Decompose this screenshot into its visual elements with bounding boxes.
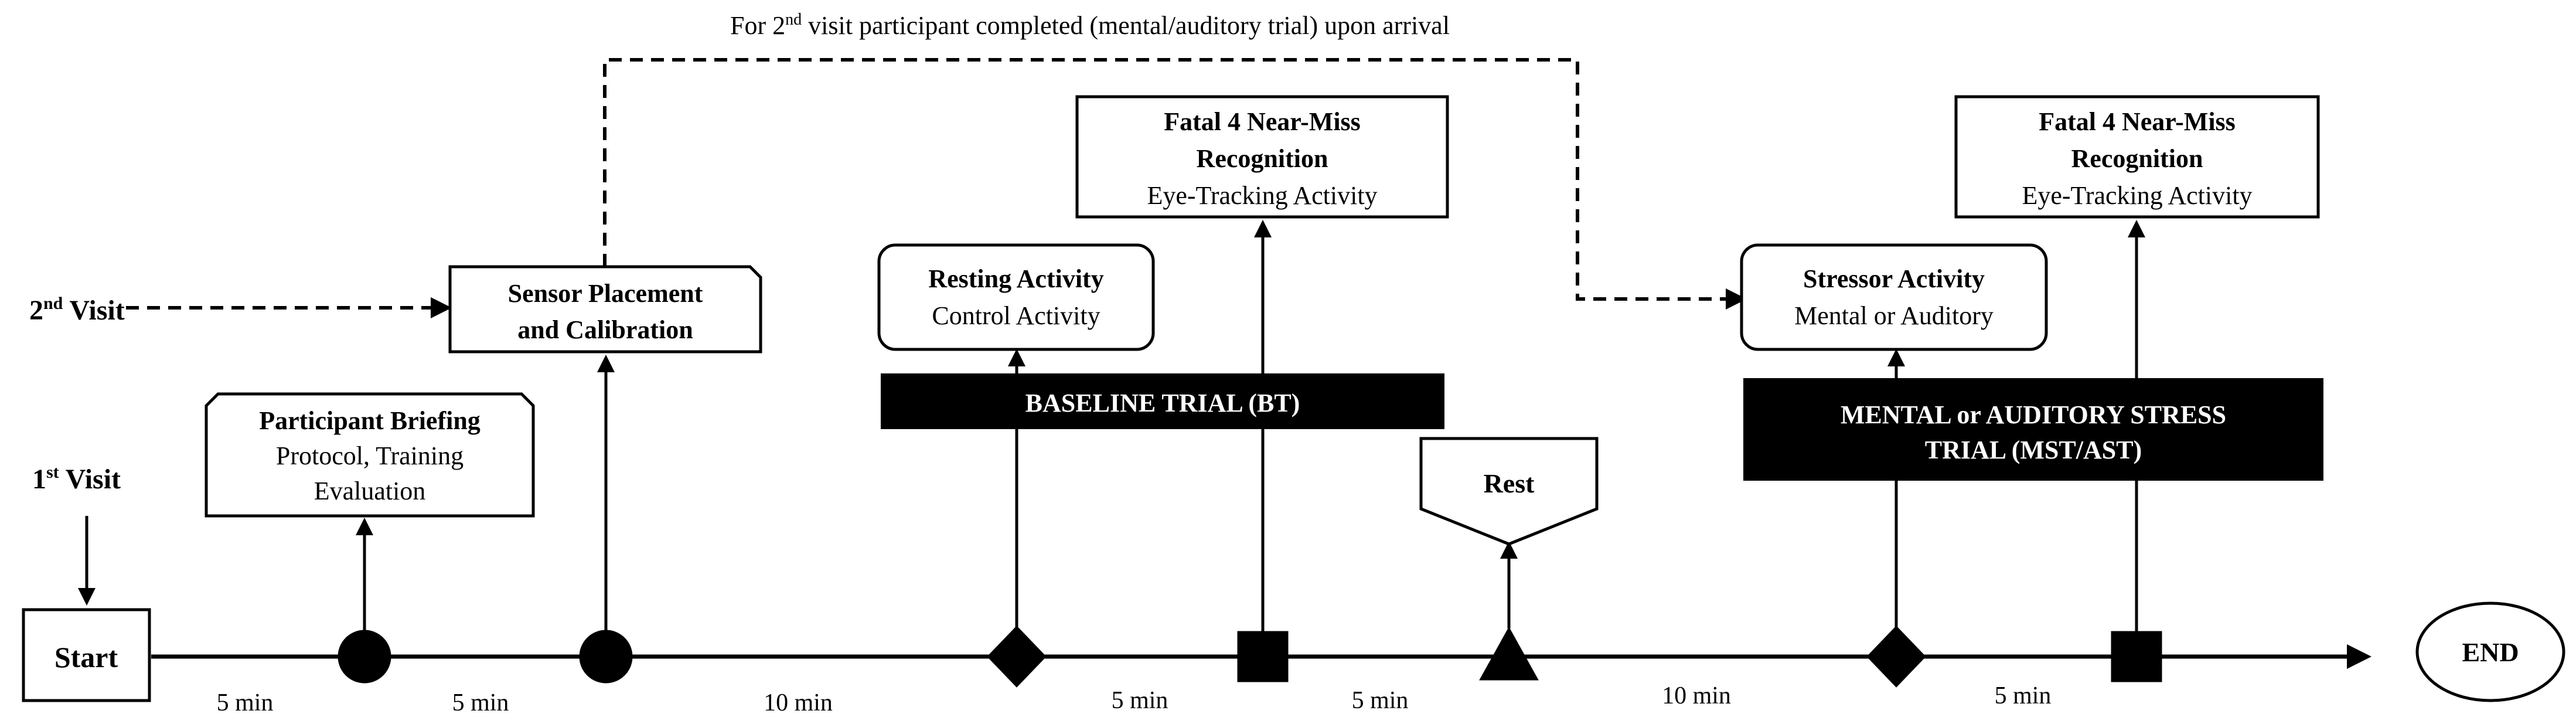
fatal1-marker-square: [1237, 631, 1289, 682]
duration-label: 10 min: [1662, 682, 1731, 709]
second-visit-label: 2nd Visit: [29, 294, 125, 326]
resting-title: Resting Activity: [928, 264, 1103, 293]
stressor-activity-box: Stressor Activity Mental or Auditory: [1740, 243, 2048, 351]
fatal2-title1: Fatal 4 Near-Miss: [2039, 107, 2236, 136]
duration-label: 5 min: [452, 689, 509, 716]
second-visit-dashed-route: [603, 58, 1747, 310]
resting-marker-diamond: [987, 626, 1047, 688]
resting-line1: Control Activity: [932, 301, 1100, 330]
fatal4-box-stress: Fatal 4 Near-Miss Recognition Eye-Tracki…: [1954, 95, 2320, 219]
duration-label: 5 min: [1112, 687, 1168, 714]
duration-label: 10 min: [764, 689, 833, 716]
fatal1-line1: Eye-Tracking Activity: [1147, 181, 1377, 210]
fatal4-box-baseline: Fatal 4 Near-Miss Recognition Eye-Tracki…: [1075, 95, 1449, 219]
second-visit-note: For 2nd visit participant completed (men…: [730, 11, 1450, 40]
fatal2-title2: Recognition: [2071, 144, 2203, 173]
baseline-trial-label: BASELINE TRIAL (BT): [1025, 389, 1300, 417]
duration-label: 5 min: [217, 689, 274, 716]
fatal1-title1: Fatal 4 Near-Miss: [1164, 107, 1361, 136]
participant-briefing-box: Participant Briefing Protocol, Training …: [205, 392, 535, 518]
briefing-title: Participant Briefing: [259, 406, 481, 435]
stress-trial-bar: MENTAL or AUDITORY STRESS TRIAL (MST/AST…: [1743, 378, 2323, 481]
rest-label: Rest: [1484, 468, 1535, 498]
rest-box: Rest: [1419, 437, 1599, 546]
fatal2-line1: Eye-Tracking Activity: [2022, 181, 2252, 210]
fatal1-title2: Recognition: [1197, 144, 1328, 173]
sensor-line1: Sensor Placement: [508, 279, 703, 308]
start-box: [22, 608, 151, 702]
stress-trial-label-line1: MENTAL or AUDITORY STRESS: [1841, 400, 2226, 429]
first-visit-label: 1st Visit: [32, 463, 121, 495]
briefing-line1: Protocol, Training: [276, 441, 464, 470]
stressor-marker-diamond: [1866, 626, 1926, 688]
stress-trial-label-line2: TRIAL (MST/AST): [1925, 436, 2142, 464]
rest-marker-triangle: [1479, 626, 1539, 681]
fatal2-marker-square: [2111, 631, 2162, 682]
stressor-line1: Mental or Auditory: [1794, 301, 1994, 330]
sensor-placement-box: Sensor Placement and Calibration: [448, 265, 762, 353]
duration-label: 5 min: [1352, 687, 1409, 714]
end-ellipse: [2415, 601, 2565, 702]
sensor-marker-circle: [579, 630, 633, 684]
start-label: Start: [54, 641, 118, 674]
end-label: END: [2462, 637, 2519, 667]
duration-label: 5 min: [1995, 682, 2052, 709]
briefing-marker-circle: [338, 630, 391, 684]
sensor-line2: and Calibration: [517, 315, 693, 344]
resting-activity-box: Resting Activity Control Activity: [877, 243, 1155, 351]
stressor-title: Stressor Activity: [1803, 264, 1985, 293]
baseline-trial-bar: BASELINE TRIAL (BT): [881, 373, 1444, 429]
briefing-line2: Evaluation: [314, 477, 426, 505]
